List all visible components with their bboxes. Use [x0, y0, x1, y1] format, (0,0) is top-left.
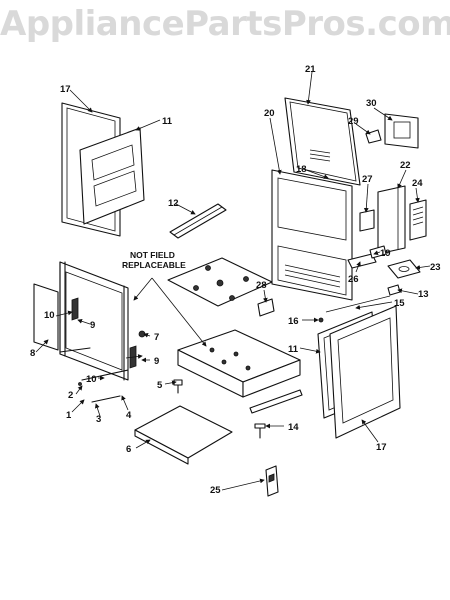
part-14-leveling-leg	[254, 423, 266, 439]
part-8-side-panel	[33, 283, 59, 351]
callout-20: 20	[264, 108, 275, 119]
oven-frame	[59, 261, 137, 381]
part-11-door-glass	[79, 127, 145, 225]
watermark: AppliancePartsPros.com	[0, 4, 450, 44]
callout-29: 29	[348, 116, 359, 127]
callout-18: 18	[296, 164, 307, 175]
callout-13: 13	[418, 289, 429, 300]
part-30-bracket	[384, 113, 419, 149]
part-22-side-panel	[377, 185, 406, 255]
callout-9-left: 9	[90, 320, 95, 331]
part-29-clip	[365, 129, 382, 144]
callout-11-right: 11	[288, 344, 299, 355]
not-field-replaceable-note: NOT FIELD REPLACEABLE	[122, 250, 186, 270]
broiler-drawer	[177, 329, 303, 414]
callout-17: 17	[60, 84, 71, 95]
callout-1: 1	[66, 410, 72, 421]
callout-30: 30	[366, 98, 377, 109]
callout-10-lower: 10	[86, 374, 97, 385]
part-10-rod	[81, 369, 129, 381]
part-17-door-outer-panel-right	[329, 305, 401, 439]
part-26-bracket	[347, 253, 377, 269]
part-2-screw	[78, 382, 82, 386]
callout-14: 14	[288, 422, 299, 433]
callout-11: 11	[162, 116, 173, 127]
part-20-body-frame	[271, 169, 353, 301]
part-21-back-panel	[284, 97, 361, 186]
leader-lines	[35, 71, 431, 491]
part-15-gasket	[325, 295, 391, 313]
callout-27: 27	[362, 174, 373, 185]
callout-2: 2	[68, 390, 73, 401]
callout-10: 10	[44, 310, 55, 321]
part-3-rod	[91, 395, 121, 403]
callout-23: 23	[430, 262, 441, 273]
callout-22: 22	[400, 160, 411, 171]
part-24-vent	[409, 199, 427, 241]
part-27-terminal-block	[359, 209, 375, 232]
callout-17-right: 17	[376, 442, 387, 453]
callout-9: 9	[154, 356, 159, 367]
part-25-hinge	[265, 465, 279, 497]
part-1-rod	[59, 347, 91, 353]
note-line-1: NOT FIELD	[130, 250, 175, 260]
callout-15: 15	[394, 298, 405, 309]
callout-21: 21	[305, 64, 316, 75]
callout-12: 12	[168, 198, 179, 209]
callout-5: 5	[157, 380, 163, 391]
callouts: 17 11 12 21 30 29 20 18 22 24 27 19 23 2…	[30, 64, 441, 496]
callout-3: 3	[96, 414, 101, 425]
part-23-plate	[387, 259, 421, 279]
part-12-bracket	[169, 203, 227, 239]
callout-6: 6	[126, 444, 131, 455]
part-6-drawer-tray	[134, 405, 233, 465]
callout-26: 26	[348, 274, 359, 285]
callout-19: 19	[380, 248, 391, 259]
callout-25: 25	[210, 485, 221, 496]
cooktop-plate	[167, 257, 273, 307]
note-line-2: REPLACEABLE	[122, 260, 186, 270]
part-16-screw	[318, 317, 324, 323]
callout-24: 24	[412, 178, 423, 189]
callout-8: 8	[30, 348, 35, 359]
callout-7: 7	[154, 332, 159, 343]
callout-4: 4	[126, 410, 132, 421]
callout-16: 16	[288, 316, 299, 327]
callout-28: 28	[256, 280, 267, 291]
